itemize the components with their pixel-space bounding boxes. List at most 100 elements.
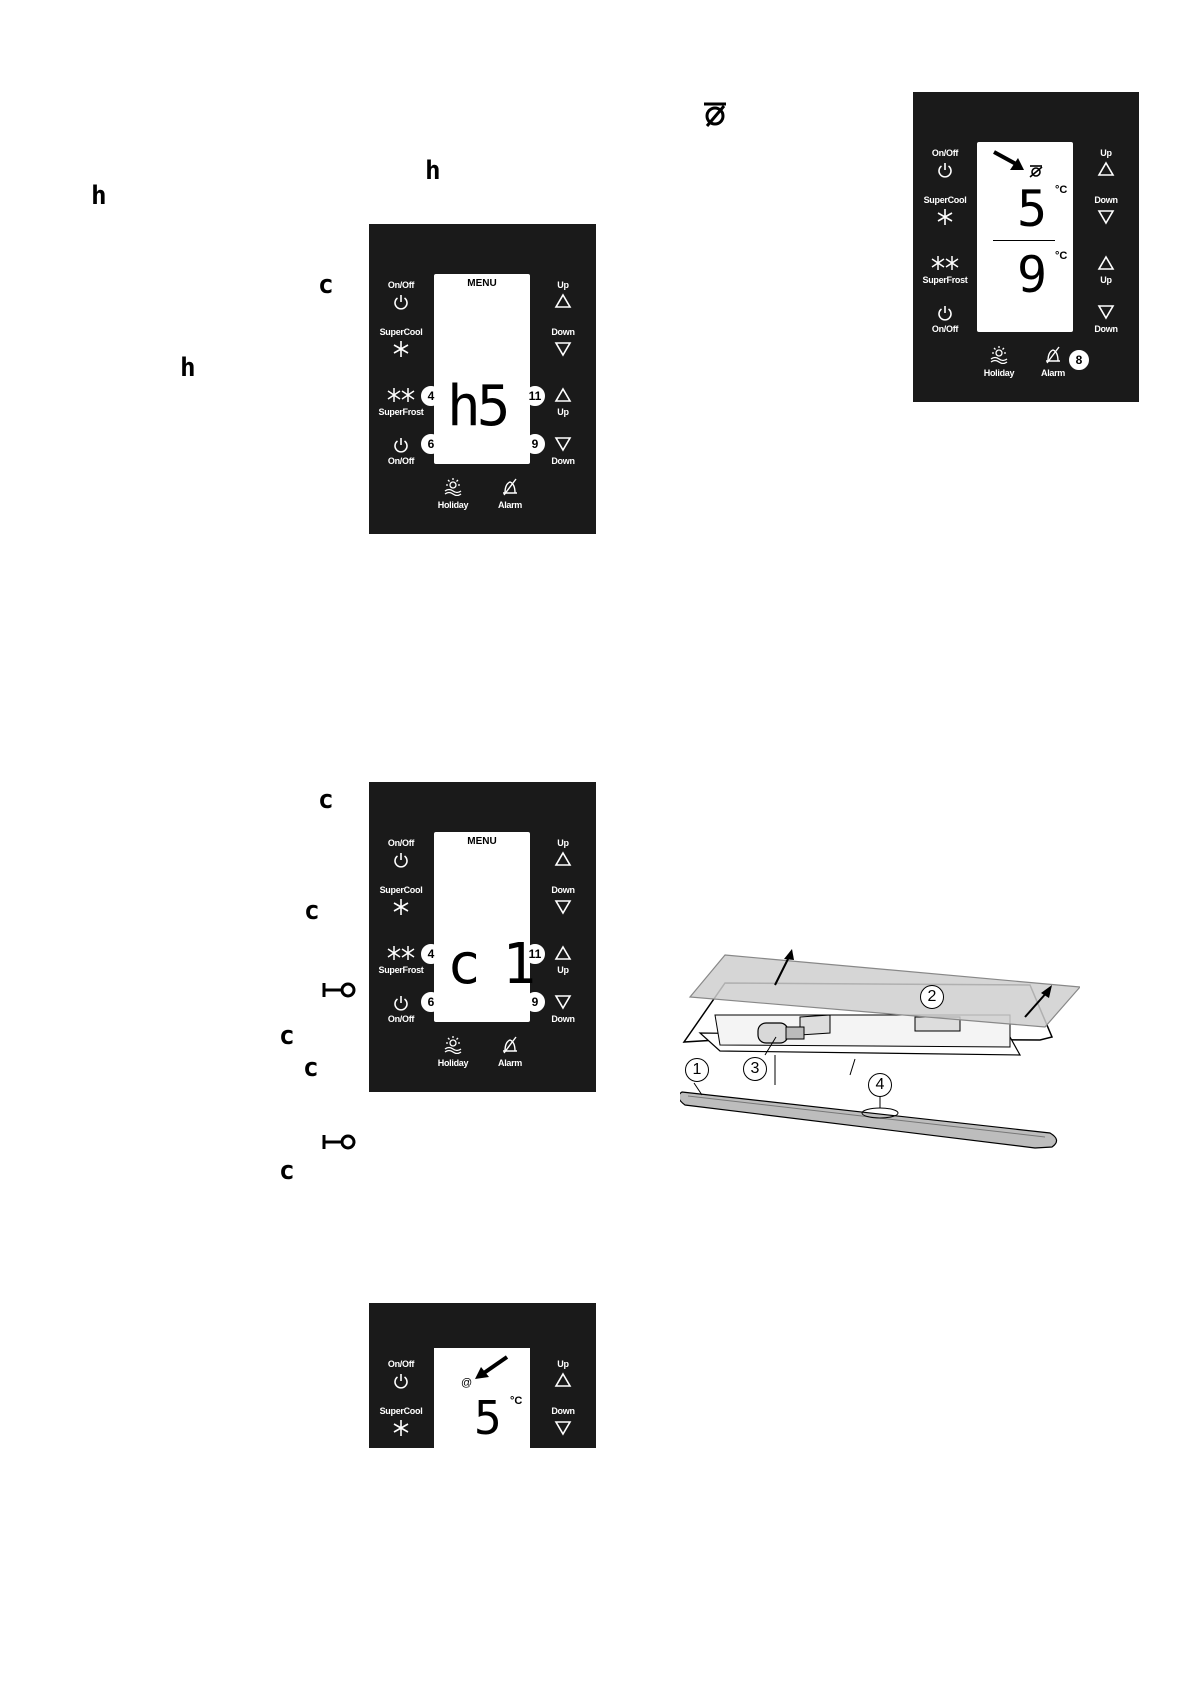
up-arrow-icon[interactable] (554, 1372, 572, 1393)
holiday-icon[interactable] (443, 478, 463, 501)
up-arrow-icon[interactable] (554, 387, 572, 408)
down-label: Down (551, 885, 575, 895)
supercool-icon[interactable] (936, 208, 954, 231)
up-arrow-icon[interactable] (554, 945, 572, 966)
holiday-icon[interactable] (443, 1036, 463, 1059)
lamp-cover-diagram: 1 2 3 4 (678, 945, 1082, 1155)
alarm-label: Alarm (497, 500, 523, 510)
celsius-unit: °C (1055, 250, 1068, 262)
up-arrow-icon[interactable] (554, 293, 572, 314)
callout-9: 9 (525, 434, 545, 454)
display-value: 5 (474, 1391, 502, 1445)
display-value: c 1 (447, 932, 536, 997)
supercool-label: SuperCool (923, 195, 967, 205)
display-value-top: 5 (1017, 180, 1048, 238)
callout-2: 2 (920, 985, 944, 1009)
indicator-arrow (473, 1355, 509, 1386)
down-label: Down (551, 327, 575, 337)
callout-4: 4 (421, 386, 441, 406)
on-off-label: On/Off (387, 838, 415, 848)
down-arrow-icon[interactable] (1097, 304, 1115, 325)
power-icon[interactable] (392, 994, 410, 1017)
power-icon[interactable] (392, 436, 410, 459)
callout-6: 6 (421, 434, 441, 454)
alarm-icon[interactable] (1044, 346, 1062, 369)
menu-label: MENU (467, 836, 497, 847)
superfrost-label: SuperFrost (378, 407, 424, 417)
down-arrow-icon[interactable] (554, 436, 572, 457)
holiday-label: Holiday (437, 500, 469, 510)
superfrost-icon[interactable] (931, 255, 959, 276)
callout-9: 9 (525, 992, 545, 1012)
down-label: Down (551, 456, 575, 466)
celsius-unit: °C (1055, 184, 1068, 196)
superfrost-label: SuperFrost (922, 275, 968, 285)
down-arrow-icon[interactable] (1097, 209, 1115, 230)
symbol-c: c (318, 270, 334, 300)
lcd-display (977, 142, 1073, 332)
down-label: Down (1094, 195, 1118, 205)
up-arrow-icon[interactable] (1097, 161, 1115, 182)
symbol-h: h (91, 181, 107, 211)
callout-11: 11 (525, 386, 545, 406)
callout-6: 6 (421, 992, 441, 1012)
up-label: Up (557, 965, 569, 975)
on-off-label: On/Off (387, 1014, 415, 1024)
symbol-c: c (303, 1053, 319, 1083)
down-label: Down (551, 1014, 575, 1024)
display-value: h5 (447, 374, 510, 439)
down-arrow-icon[interactable] (554, 994, 572, 1015)
superfrost-icon[interactable] (387, 945, 415, 966)
key-icon (322, 1132, 356, 1157)
supercool-label: SuperCool (379, 1406, 423, 1416)
superfrost-label: SuperFrost (378, 965, 424, 975)
power-icon[interactable] (392, 1372, 410, 1395)
key-icon (322, 980, 356, 1005)
power-icon[interactable] (392, 293, 410, 316)
callout-4: 4 (868, 1073, 892, 1097)
control-panel-partial: @ 5 °C On/Off SuperCool Up Down (369, 1303, 596, 1448)
lcd-display (434, 274, 530, 464)
control-panel-menu-h5: MENU h5 On/Off SuperCool SuperFrost 4 On… (369, 224, 596, 534)
up-arrow-icon[interactable] (554, 851, 572, 872)
on-off-label: On/Off (931, 324, 959, 334)
down-arrow-icon[interactable] (554, 899, 572, 920)
supercool-label: SuperCool (379, 327, 423, 337)
supercool-icon[interactable] (392, 340, 410, 363)
lcd-display (434, 1348, 530, 1448)
indicator-arrow (992, 148, 1028, 177)
callout-4: 4 (421, 944, 441, 964)
on-off-label: On/Off (387, 280, 415, 290)
holiday-label: Holiday (983, 368, 1015, 378)
callout-11: 11 (525, 944, 545, 964)
display-value-bottom: 9 (1017, 246, 1048, 304)
alarm-icon[interactable] (501, 478, 519, 501)
down-arrow-icon[interactable] (554, 341, 572, 362)
symbol-h: h (180, 353, 196, 383)
down-arrow-icon[interactable] (554, 1420, 572, 1441)
up-label: Up (1100, 275, 1112, 285)
callout-8: 8 (1069, 350, 1089, 370)
callout-3: 3 (743, 1057, 767, 1081)
symbol-c: c (304, 896, 320, 926)
alarm-label: Alarm (1040, 368, 1066, 378)
alarm-label: Alarm (497, 1058, 523, 1068)
on-off-label: On/Off (931, 148, 959, 158)
symbol-c: c (279, 1156, 295, 1186)
holiday-label: Holiday (437, 1058, 469, 1068)
power-icon[interactable] (936, 161, 954, 184)
alarm-icon[interactable] (501, 1036, 519, 1059)
up-arrow-icon[interactable] (1097, 255, 1115, 276)
power-icon[interactable] (392, 851, 410, 874)
power-icon[interactable] (936, 304, 954, 327)
up-label: Up (557, 838, 569, 848)
lcd-divider (993, 240, 1055, 241)
control-panel-menu-c1: MENU c 1 On/Off SuperCool SuperFrost 4 O… (369, 782, 596, 1092)
supercool-icon[interactable] (392, 1419, 410, 1442)
supercool-icon[interactable] (392, 898, 410, 921)
superfrost-icon[interactable] (387, 387, 415, 408)
symbol-c: c (318, 785, 334, 815)
symbol-h: h (425, 156, 441, 186)
down-label: Down (551, 1406, 575, 1416)
holiday-icon[interactable] (989, 346, 1009, 369)
